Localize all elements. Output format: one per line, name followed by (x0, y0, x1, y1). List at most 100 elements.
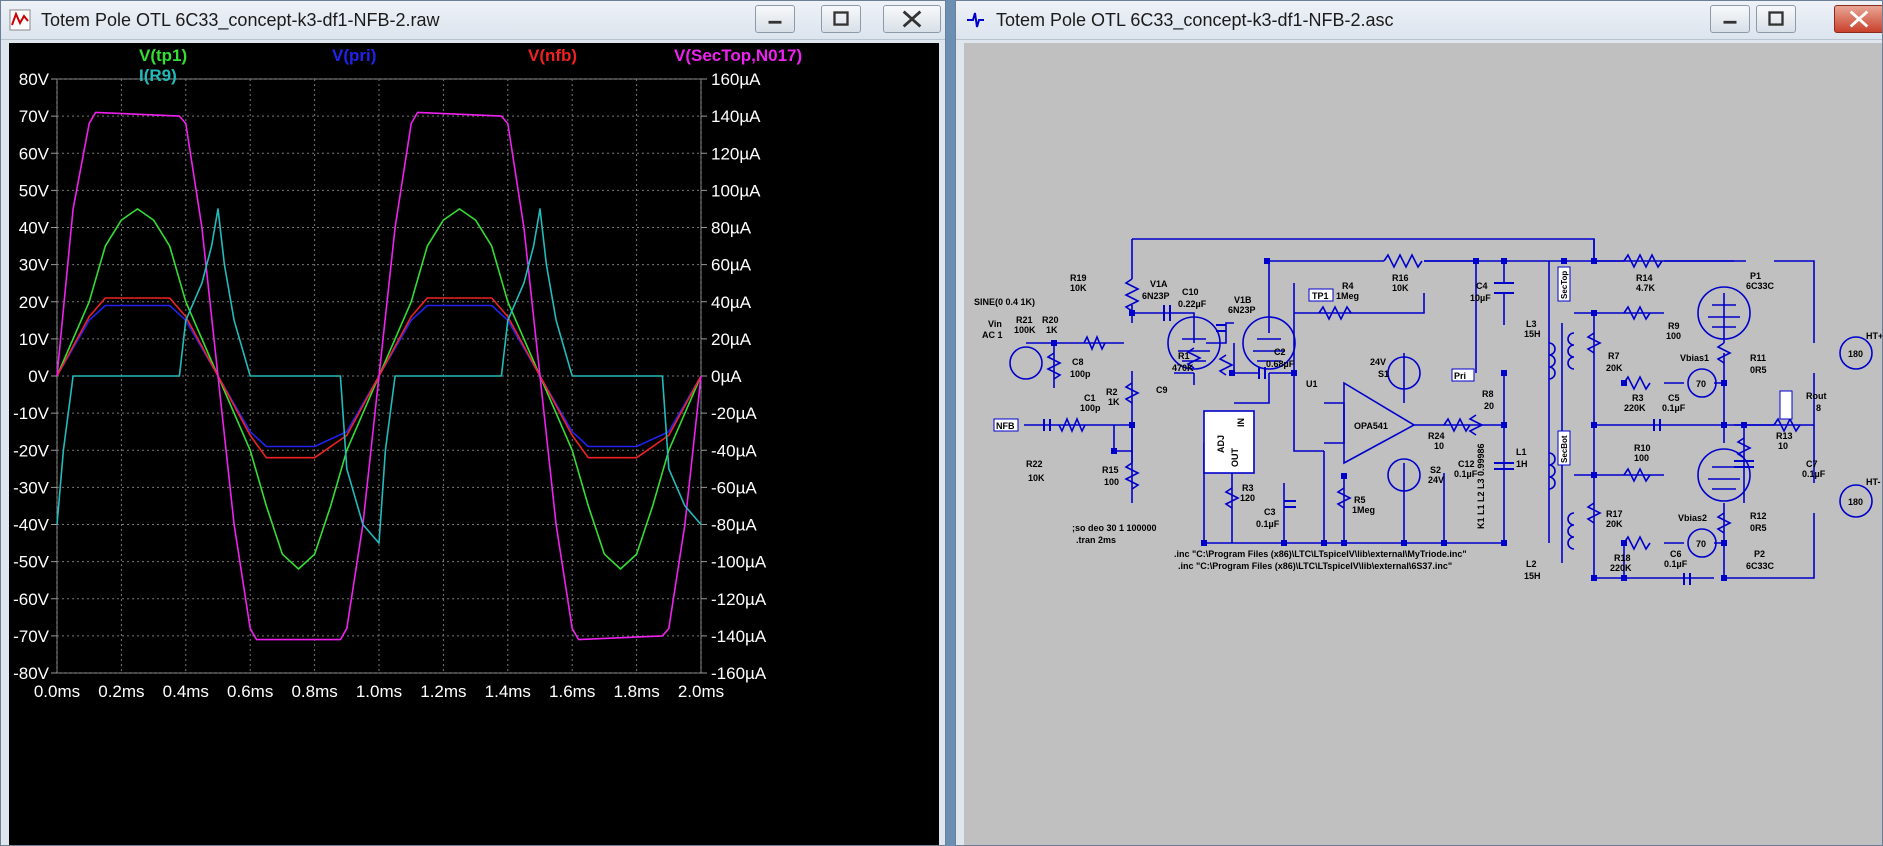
minimize-button[interactable] (755, 5, 795, 33)
schematic-tubes (1167, 286, 1751, 502)
c4-label: C4 (1476, 281, 1488, 291)
y-tick-label-left: 80V (19, 70, 50, 89)
close-icon (1849, 10, 1869, 28)
y-tick-label-left: 40V (19, 219, 50, 238)
include-directive-1: .inc "C:\Program Files (x86)\LTC\LTspice… (1174, 549, 1467, 559)
r13-label: R13 (1776, 431, 1793, 441)
close-button[interactable] (883, 5, 941, 33)
waveform-icon (9, 9, 31, 31)
schematic-canvas[interactable]: SINE(0 0.4 1K) Vin AC 1 R21 100K R20 1K … (964, 43, 1882, 845)
x-tick-label: 1.6ms (549, 682, 595, 701)
vin-ac-label: AC 1 (982, 330, 1003, 340)
vin-label: Vin (988, 319, 1002, 329)
opa-label: OPA541 (1354, 421, 1388, 431)
r14-value: 4.7K (1636, 283, 1656, 293)
r18-label: R18 (1614, 553, 1631, 563)
r3-label: R3 (1632, 393, 1644, 403)
s1-label: S1 (1378, 369, 1389, 379)
y-tick-label-left: -10V (13, 404, 50, 423)
r17-value: 20K (1606, 519, 1623, 529)
schematic-titlebar[interactable]: Totem Pole OTL 6C33_concept-k3-df1-NFB-2… (956, 1, 1882, 40)
r3b-label: R3 (1242, 483, 1254, 493)
c1-label: C1 (1084, 393, 1096, 403)
regulator-out: OUT (1230, 448, 1240, 468)
ht2-value: 180 (1848, 497, 1863, 507)
y-tick-label-left: 30V (19, 256, 50, 275)
k1-label: K1 L1 L2 L3 0.99986 (1476, 443, 1486, 529)
p1-label: P1 (1750, 271, 1761, 281)
rout-value: 8 (1816, 403, 1821, 413)
r19-value: 10K (1070, 283, 1087, 293)
schematic-minimize-button[interactable] (1710, 5, 1750, 33)
schematic-maximize-button[interactable] (1756, 5, 1796, 33)
v1b-label: V1B (1234, 295, 1252, 305)
tp1-label: TP1 (1312, 291, 1329, 301)
schematic-sources (1009, 336, 1873, 558)
c1-value: 100p (1080, 403, 1101, 413)
schematic-junctions (1051, 258, 1747, 581)
rout-label: Rout (1806, 391, 1827, 401)
y-tick-label-right: 40µA (711, 293, 752, 312)
y-tick-label-right: -40µA (711, 441, 757, 460)
y-tick-label-left: -20V (13, 441, 50, 460)
schematic-wires (1024, 238, 1815, 579)
r3-value: 220K (1624, 403, 1646, 413)
r14-label: R14 (1636, 273, 1653, 283)
secbot-label: SecBot (1560, 435, 1569, 463)
c9-label: C9 (1156, 385, 1168, 395)
r2-value: 1K (1108, 397, 1120, 407)
trace-label-pri[interactable]: V(pri) (332, 46, 376, 65)
trace-label-r9[interactable]: I(R9) (139, 66, 177, 85)
c12-value: 0.1µF (1454, 469, 1478, 479)
c12-label: C12 (1458, 459, 1475, 469)
p1-type: 6C33C (1746, 281, 1775, 291)
trace-label-tp1[interactable]: V(tp1) (139, 46, 187, 65)
y-tick-label-left: 10V (19, 330, 50, 349)
schematic-drawing[interactable]: SINE(0 0.4 1K) Vin AC 1 R21 100K R20 1K … (964, 43, 1883, 846)
r15-value: 100 (1104, 477, 1119, 487)
y-tick-label-right: -100µA (711, 553, 767, 572)
regulator-in: IN (1236, 418, 1246, 427)
c3-label: C3 (1264, 507, 1276, 517)
waveform-titlebar[interactable]: Totem Pole OTL 6C33_concept-k3-df1-NFB-2… (1, 1, 945, 40)
maximize-button[interactable] (821, 5, 861, 33)
schematic-window-title: Totem Pole OTL 6C33_concept-k3-df1-NFB-2… (996, 10, 1394, 30)
l2-label: L2 (1526, 559, 1537, 569)
schematic-opamp (1343, 381, 1416, 465)
c5-label: C5 (1668, 393, 1680, 403)
schematic-resistors (1046, 253, 1801, 551)
r8-label: R8 (1482, 389, 1494, 399)
y-tick-label-right: 120µA (711, 144, 761, 163)
r3b-value: 120 (1240, 493, 1255, 503)
y-tick-label-right: -60µA (711, 478, 757, 497)
plot-traces (56, 111, 702, 641)
trace-i-r9- (56, 208, 702, 544)
x-tick-label: 0.6ms (227, 682, 273, 701)
y-tick-label-right: 80µA (711, 219, 752, 238)
minimize-icon (1723, 20, 1737, 24)
r20-label: R20 (1042, 315, 1059, 325)
r24-label: R24 (1428, 431, 1445, 441)
r22-value: 10K (1028, 473, 1045, 483)
r10-label: R10 (1634, 443, 1651, 453)
waveform-window-title: Totem Pole OTL 6C33_concept-k3-df1-NFB-2… (41, 10, 440, 30)
y-tick-label-right: 100µA (711, 181, 761, 200)
p2-type: 6C33C (1746, 561, 1775, 571)
trace-label-sectop[interactable]: V(SecTop,N017) (674, 46, 802, 65)
y-tick-label-right: -140µA (711, 627, 767, 646)
maximize-icon (1768, 11, 1784, 26)
r15-label: R15 (1102, 465, 1119, 475)
v1a-type: 6N23P (1142, 291, 1170, 301)
ht-plus-label: HT+ (1866, 331, 1883, 341)
v1a-label: V1A (1150, 279, 1168, 289)
r16-value: 10K (1392, 283, 1409, 293)
r13-value: 10 (1778, 441, 1788, 451)
schematic-net-labels (993, 266, 1793, 466)
l3-label: L3 (1526, 319, 1537, 329)
trace-label-nfb[interactable]: V(nfb) (528, 46, 577, 65)
schematic-close-button[interactable] (1834, 5, 1882, 33)
y-tick-label-left: 50V (19, 181, 50, 200)
